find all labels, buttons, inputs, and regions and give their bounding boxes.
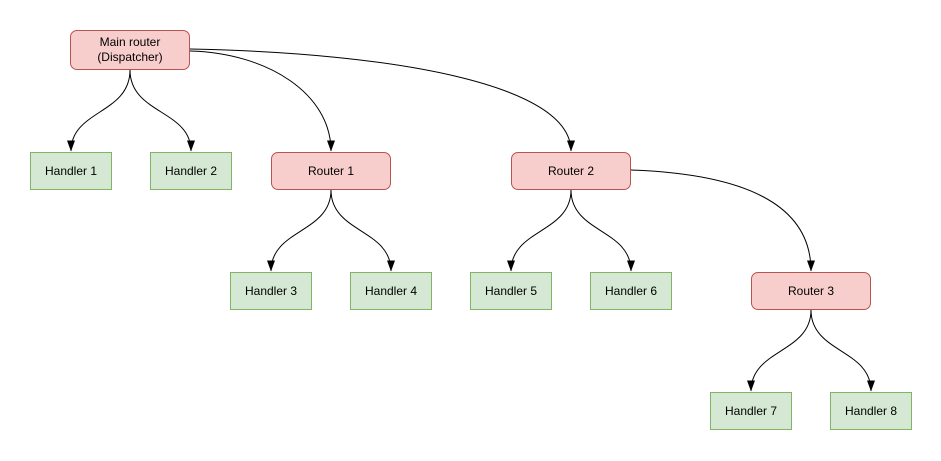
node-handler-6-label: Handler 6 <box>604 283 658 298</box>
node-handler-5: Handler 5 <box>470 272 552 310</box>
node-router-2: Router 2 <box>511 152 631 190</box>
edge-router-2-to-router-3 <box>630 169 815 272</box>
node-handler-7-label: Handler 7 <box>724 403 778 418</box>
node-handler-8: Handler 8 <box>830 392 912 430</box>
edge-router-2-to-handler-5 <box>507 189 572 272</box>
node-handler-6: Handler 6 <box>590 272 672 310</box>
node-main-router-label: Main router (Dispatcher) <box>97 35 163 64</box>
node-router-1-label: Router 1 <box>307 163 355 178</box>
node-router-3-label: Router 3 <box>787 283 835 298</box>
node-handler-3: Handler 3 <box>230 272 312 310</box>
node-main-router: Main router (Dispatcher) <box>70 30 190 70</box>
node-handler-2-label: Handler 2 <box>164 163 218 178</box>
node-handler-8-label: Handler 8 <box>844 403 898 418</box>
node-handler-4-label: Handler 4 <box>364 283 418 298</box>
node-handler-1: Handler 1 <box>30 152 112 190</box>
node-router-3: Router 3 <box>751 272 871 310</box>
edge-router-3-to-handler-7 <box>747 309 812 392</box>
node-handler-1-label: Handler 1 <box>44 163 98 178</box>
edge-main-router-to-router-1 <box>189 50 335 152</box>
edge-router-2-to-handler-6 <box>570 189 635 272</box>
node-handler-2: Handler 2 <box>150 152 232 190</box>
node-handler-4: Handler 4 <box>350 272 432 310</box>
node-handler-7: Handler 7 <box>710 392 792 430</box>
node-router-1: Router 1 <box>271 152 391 190</box>
edge-router-1-to-handler-4 <box>330 189 395 272</box>
edge-main-router-to-router-2 <box>189 48 575 152</box>
edge-router-3-to-handler-8 <box>810 309 875 392</box>
edge-main-router-to-handler-2 <box>129 69 195 152</box>
node-router-2-label: Router 2 <box>547 163 595 178</box>
node-handler-5-label: Handler 5 <box>484 283 538 298</box>
edge-router-1-to-handler-3 <box>267 189 332 272</box>
edge-main-router-to-handler-1 <box>67 69 131 152</box>
node-handler-3-label: Handler 3 <box>244 283 298 298</box>
